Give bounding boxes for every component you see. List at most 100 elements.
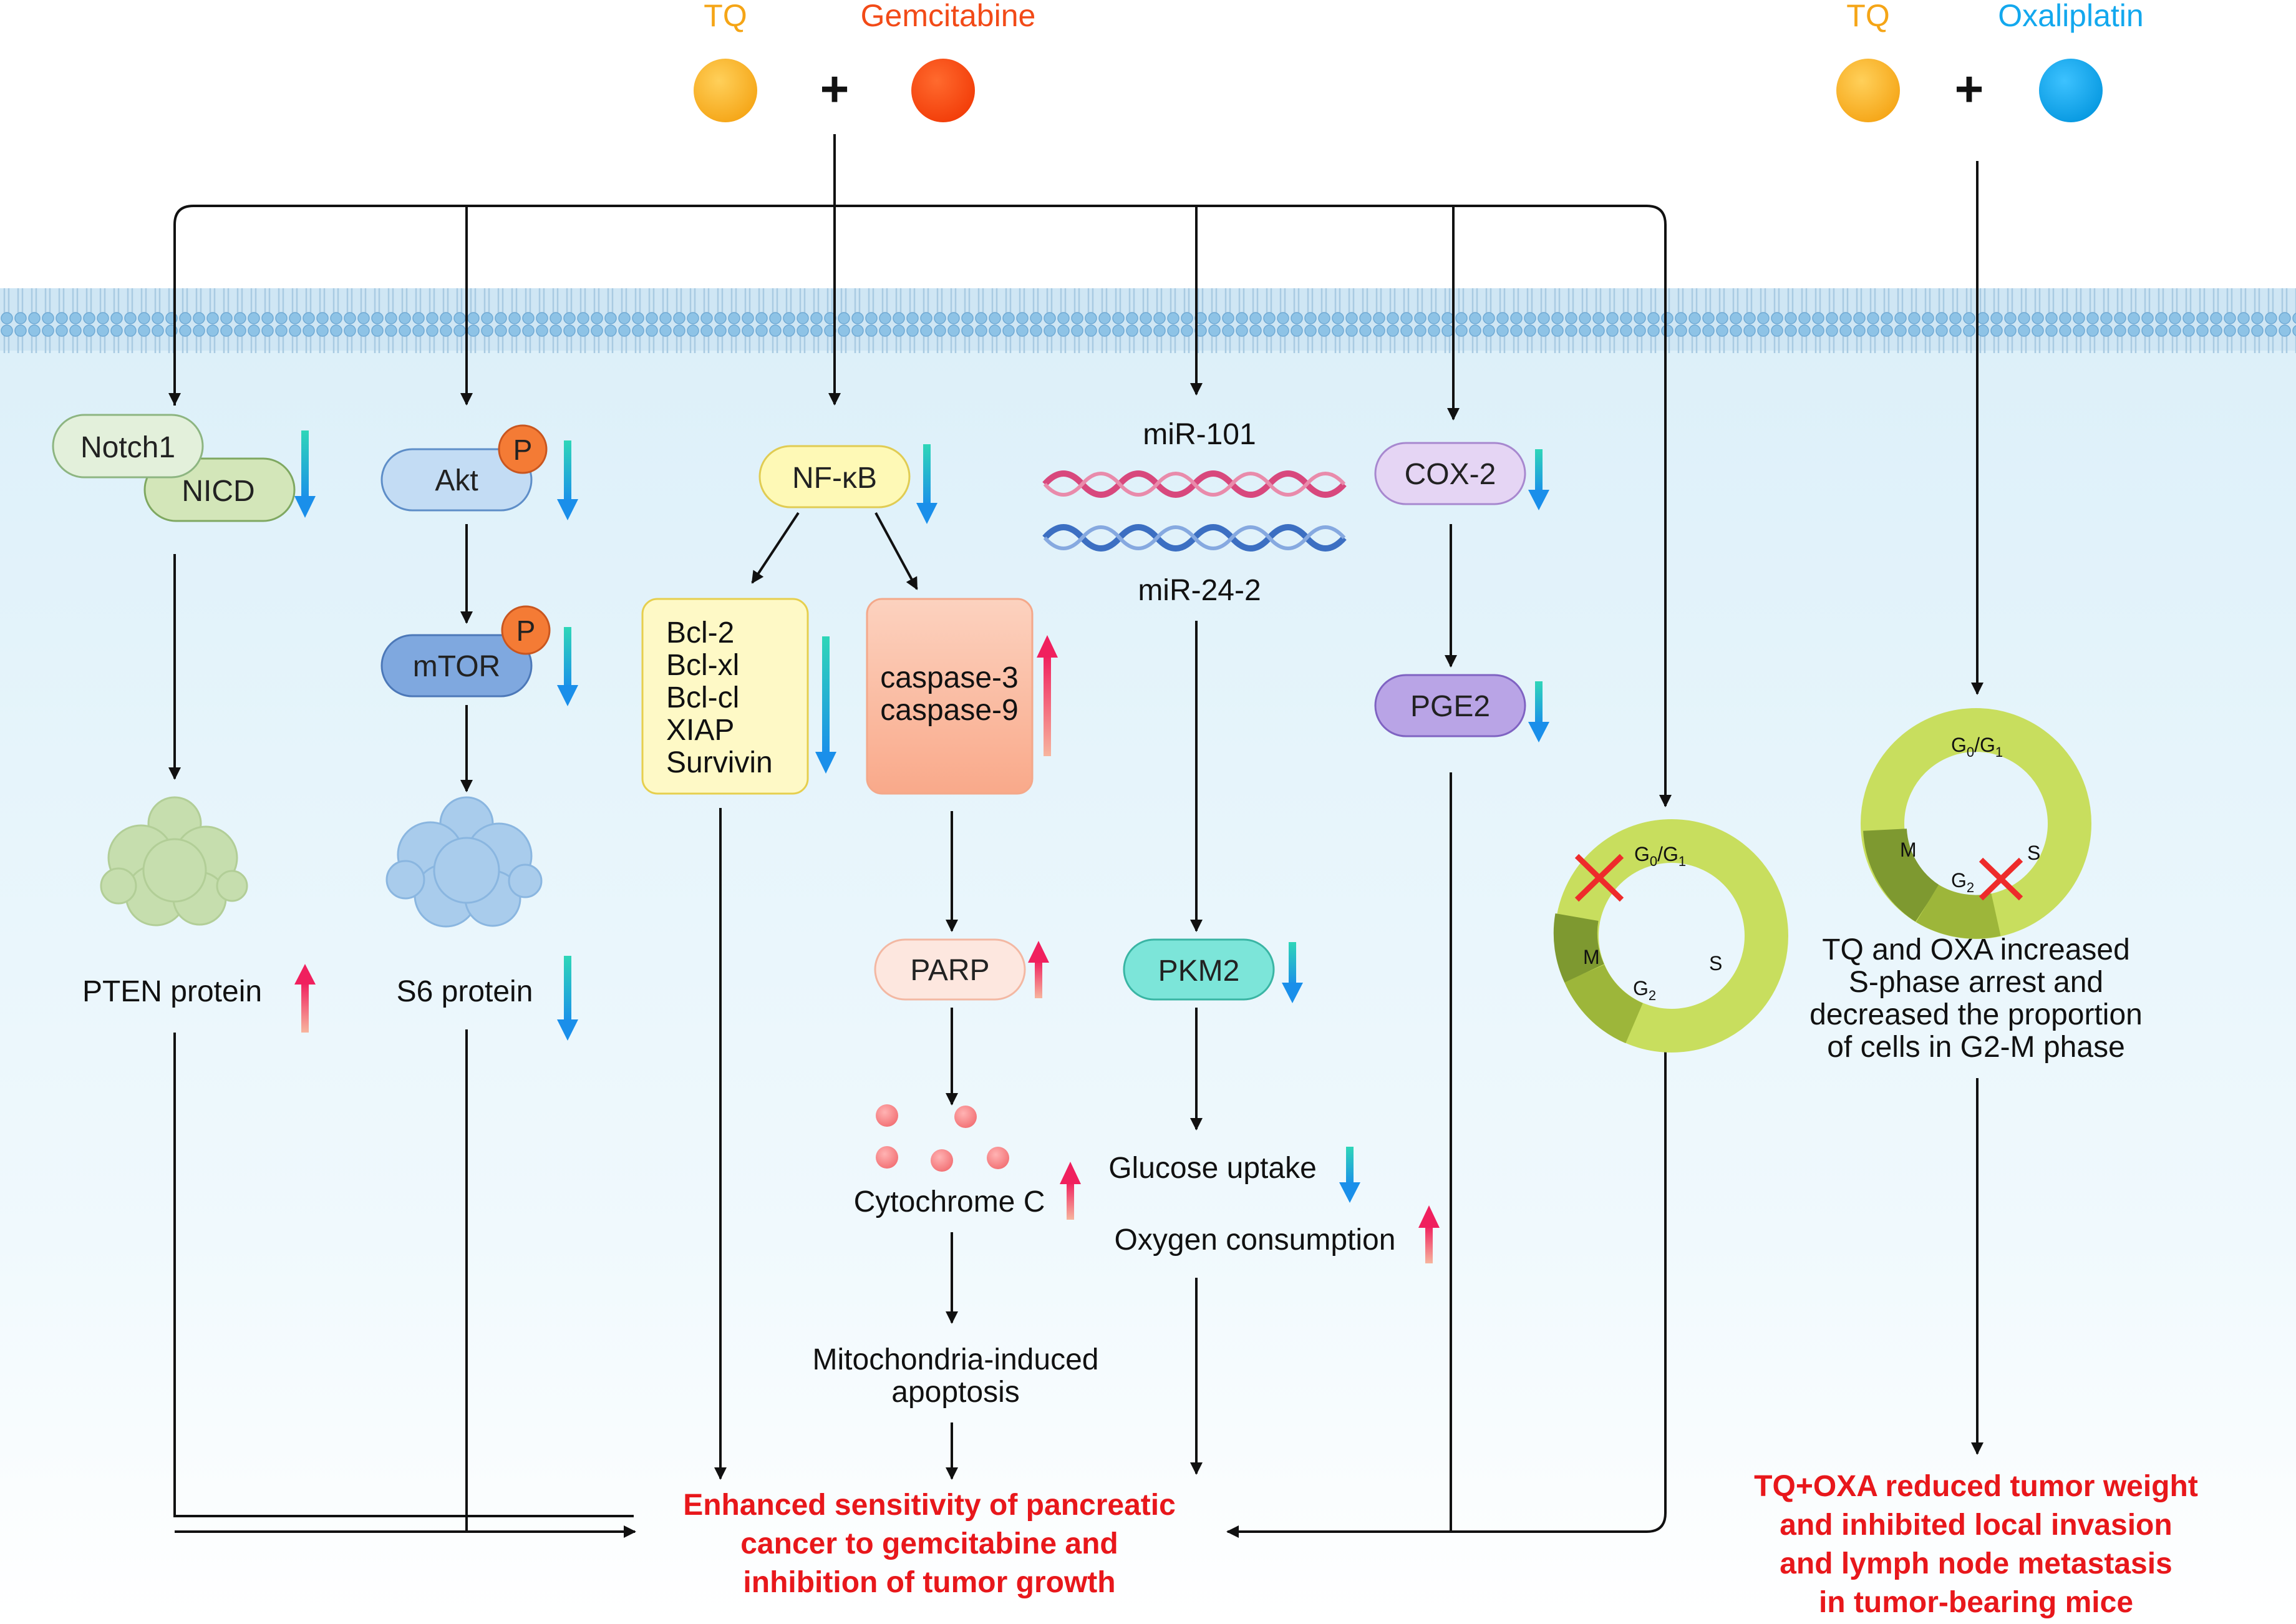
glucose-uptake-label: Glucose uptake	[1108, 1152, 1317, 1185]
cycle-m-label: M	[1583, 946, 1600, 968]
cycle-s-label: S	[1709, 952, 1722, 975]
nfkb-column: NF-κB Bcl-2 Bcl-xl Bcl-cl XIAP Survivin …	[641, 444, 1099, 1409]
s6-label: S6 protein	[397, 975, 533, 1008]
down-arrow-icon	[301, 430, 309, 499]
down-arrow-icon	[564, 956, 571, 1023]
mir24-label: miR-24-2	[1138, 574, 1261, 607]
pten-label: PTEN protein	[82, 975, 262, 1008]
nfkb-label: NF-κB	[792, 462, 877, 495]
mir101-label: miR-101	[1143, 418, 1256, 451]
connectors	[168, 134, 1984, 1538]
lipid-bilayer	[0, 286, 2296, 353]
bcl-item: Survivin	[666, 746, 773, 779]
drug-header-right: TQ Oxaliplatin +	[1836, 0, 2144, 122]
result-line: and lymph node metastasis	[1780, 1547, 2172, 1580]
notch-column: NICD Notch1 PTEN protein	[52, 414, 316, 1033]
block-cross-icon	[1574, 853, 1624, 902]
result-line: and inhibited local invasion	[1780, 1509, 2172, 1542]
akt-pill	[380, 448, 533, 512]
up-arrow-icon	[1425, 1226, 1433, 1263]
caspase-box	[866, 598, 1034, 795]
oxa-note: TQ and OXA increased S-phase arrest and …	[1809, 933, 2143, 1064]
mtor-pill	[380, 634, 533, 698]
pkm2-pill	[1123, 938, 1275, 1001]
cycle-g0g1-label: G0/G1	[1634, 843, 1686, 869]
akt-label: Akt	[435, 464, 478, 497]
down-arrow-icon	[1289, 942, 1296, 986]
mir101-strand	[1042, 470, 1347, 498]
tq-ball	[1836, 59, 1900, 122]
oxa-note-line: TQ and OXA increased	[1822, 933, 2130, 966]
cycle-g2-label: G2	[1951, 869, 1974, 895]
parp-pill	[874, 938, 1026, 1001]
result-left: Enhanced sensitivity of pancreatic cance…	[683, 1489, 1176, 1599]
tq-ball	[694, 59, 757, 122]
pten-protein-icon	[100, 796, 248, 926]
block-cross-icon	[1979, 857, 2023, 901]
result-line: inhibition of tumor growth	[743, 1566, 1115, 1599]
cycle-m-segment	[1553, 913, 1605, 983]
gemcitabine-label: Gemcitabine	[861, 0, 1036, 33]
bcl-item: Bcl-2	[666, 616, 734, 649]
cycle-g2-label: G2	[1633, 977, 1656, 1003]
mito-apoptosis-label: apoptosis	[891, 1376, 1019, 1409]
cycle-g0g1-label: G0/G1	[1951, 734, 2003, 760]
oxaliplatin-label: Oxaliplatin	[1998, 0, 2143, 33]
cycle-g2-segment	[1916, 884, 2001, 939]
cytochrome-c-icon	[876, 1104, 1009, 1172]
cox2-label: COX-2	[1405, 458, 1496, 491]
mtor-label: mTOR	[413, 650, 500, 683]
pge2-pill	[1374, 674, 1526, 737]
pge2-label: PGE2	[1410, 690, 1490, 723]
up-arrow-icon	[1044, 655, 1051, 756]
down-arrow-icon	[1535, 681, 1543, 725]
drug-header-left: TQ Gemcitabine +	[694, 0, 1035, 122]
cox2-pill	[1374, 442, 1526, 505]
cell-cycle-right: G0/G1 S M G2	[1861, 708, 2091, 939]
phospho-badge	[498, 424, 548, 474]
cycle-m-segment	[1863, 828, 1940, 922]
bcl-item: Bcl-xl	[666, 649, 739, 682]
down-arrow-icon	[923, 444, 931, 507]
cycle-g2-segment	[1564, 964, 1644, 1044]
akt-column: Akt P mTOR P S6 protein	[380, 424, 578, 1041]
down-arrow-icon	[564, 627, 571, 689]
cycle-s-label: S	[2027, 842, 2040, 864]
result-line: cancer to gemcitabine and	[740, 1527, 1118, 1560]
parp-label: PARP	[910, 954, 989, 987]
caspase-item: caspase-3	[880, 661, 1018, 694]
oxa-note-line: S-phase arrest and	[1849, 966, 2103, 999]
pkm2-label: PKM2	[1158, 955, 1240, 988]
notch1-pill	[52, 414, 204, 479]
plus-sign: +	[820, 61, 850, 117]
down-arrow-icon	[1346, 1147, 1354, 1185]
cox-column: COX-2 PGE2	[1374, 442, 1549, 742]
result-line: TQ+OXA reduced tumor weight	[1754, 1470, 2198, 1503]
plus-sign: +	[1955, 61, 1984, 117]
top-bracket	[173, 134, 1667, 805]
mito-apoptosis-label: Mitochondria-induced	[813, 1343, 1099, 1376]
up-arrow-icon	[1035, 961, 1042, 998]
oxaliplatin-ball	[2039, 59, 2103, 122]
result-line: in tumor-bearing mice	[1819, 1586, 2133, 1619]
oxygen-consumption-label: Oxygen consumption	[1115, 1223, 1396, 1257]
gemcitabine-ball	[911, 59, 975, 122]
down-arrow-icon	[822, 636, 830, 755]
notch1-label: Notch1	[80, 431, 175, 464]
up-arrow-icon	[1067, 1182, 1074, 1220]
nicd-label: NICD	[182, 475, 254, 508]
oxa-note-line: decreased the proportion	[1809, 998, 2143, 1031]
bcl-box	[641, 598, 809, 795]
bcl-item: XIAP	[666, 714, 734, 747]
cell-cycle-left: G0/G1 S M G2	[1553, 819, 1788, 1053]
tq-label: TQ	[704, 0, 747, 33]
result-line: Enhanced sensitivity of pancreatic	[683, 1489, 1176, 1522]
bcl-item: Bcl-cl	[666, 681, 739, 714]
cycle-m-label: M	[1900, 839, 1917, 861]
phospho-label: P	[513, 434, 533, 466]
result-right: TQ+OXA reduced tumor weight and inhibite…	[1754, 1470, 2198, 1619]
down-arrow-icon	[564, 440, 571, 503]
cytochrome-c-label: Cytochrome C	[854, 1185, 1045, 1218]
